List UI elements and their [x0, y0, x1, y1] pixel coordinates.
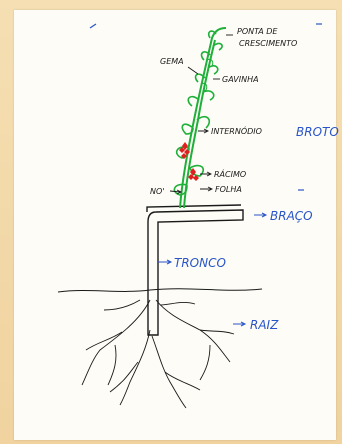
shoot — [180, 28, 226, 208]
label-folha: FOLHA — [215, 185, 242, 194]
label-raiz: RAIZ — [250, 318, 279, 332]
label-internodio: INTERNÓDIO — [211, 125, 262, 136]
leaf — [208, 66, 218, 74]
leaf — [203, 91, 214, 100]
label-tronco: TRONCO — [174, 256, 226, 270]
label-no: NO' — [150, 187, 164, 196]
label-gema: GEMA — [160, 57, 184, 66]
label-gavinha: GAVINHA — [222, 75, 259, 84]
leaf — [197, 117, 209, 128]
ground-line — [58, 289, 262, 292]
label-broto: BROTO — [296, 125, 339, 139]
trunk-outline — [148, 210, 243, 335]
label-ponta-1: PONTA DE — [237, 27, 278, 36]
stray-mark — [90, 24, 96, 28]
label-braco: BRAÇO — [270, 209, 313, 223]
label-racimo: RÁCIMO — [214, 168, 246, 179]
trunk-and-arm — [147, 205, 243, 335]
label-ponta-2: CRESCIMENTO — [239, 39, 297, 48]
